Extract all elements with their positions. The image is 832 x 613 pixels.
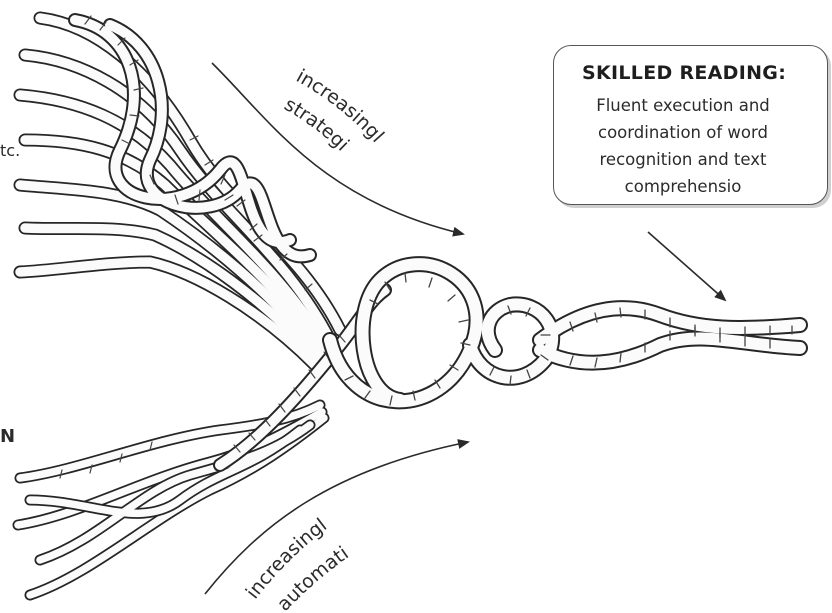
callout-line: comprehensio [554,173,812,200]
label-fragment-bottom: N [0,426,15,447]
skilled-reading-callout: SKILLED READING: Fluent execution and co… [553,45,828,205]
callout-body: Fluent execution and coordination of wor… [554,92,812,200]
callout-pointer [648,232,725,300]
woven-rope [330,264,800,405]
callout-line: recognition and text [554,146,812,173]
label-fragment-top: tc. [0,141,20,160]
callout-line: Fluent execution and [554,92,812,119]
callout-title: SKILLED READING: [582,62,786,84]
callout-line: coordination of word [554,119,812,146]
upper-strands [20,16,340,365]
